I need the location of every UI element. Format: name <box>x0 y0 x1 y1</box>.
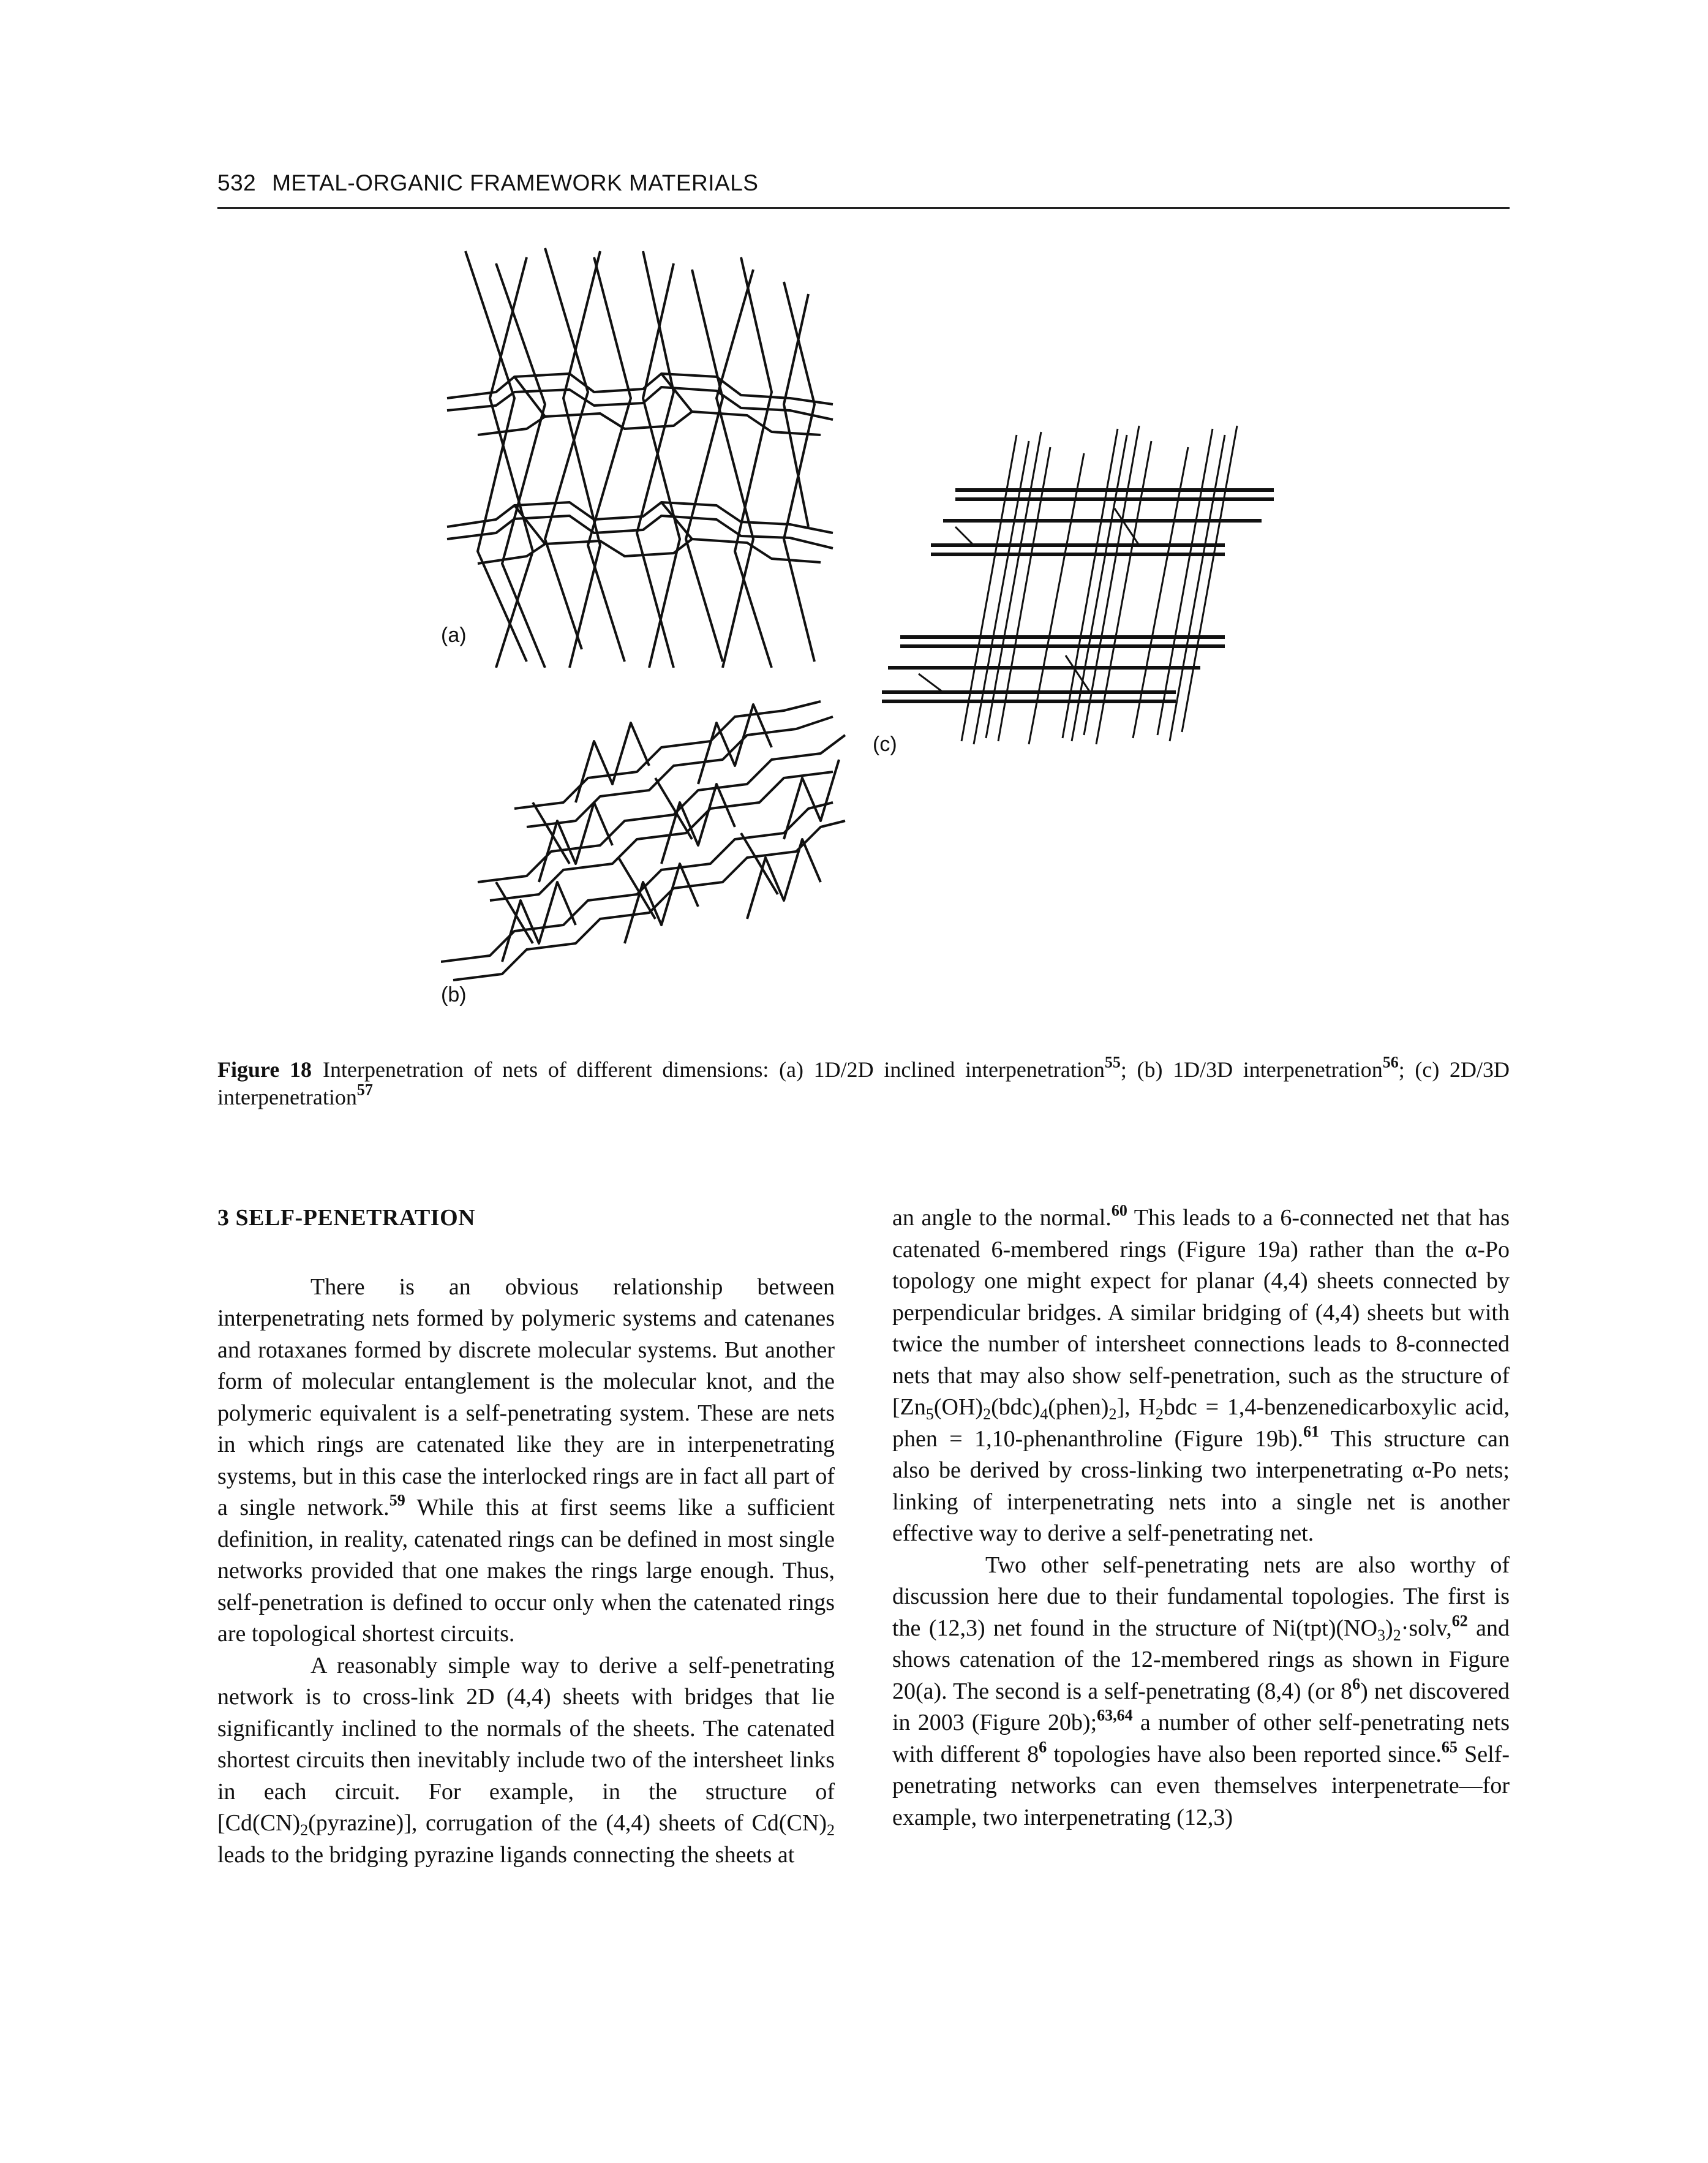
paragraph-text: (OH) <box>933 1394 984 1420</box>
paragraph-text: This structure can also be derived by cr… <box>892 1425 1510 1547</box>
figure-panel-c-illustration <box>882 425 1274 745</box>
paragraph-text: (phen) <box>1048 1394 1109 1420</box>
superscript: 6 <box>1039 1737 1047 1756</box>
subscript: 2 <box>1108 1405 1117 1423</box>
paragraph-text: Self-penetrating networks can even thems… <box>892 1741 1510 1830</box>
citation-ref: 60 <box>1111 1201 1127 1220</box>
paragraph: There is an obvious relationship between… <box>217 1272 835 1650</box>
panel-label-a: (a) <box>441 624 467 647</box>
paragraph-text: an angle to the normal. <box>892 1205 1112 1231</box>
citation-ref: 62 <box>1451 1611 1468 1629</box>
figure-caption: Figure 18 Interpenetration of nets of dif… <box>217 1053 1510 1111</box>
paragraph-text: There is an obvious relationship between… <box>217 1274 835 1521</box>
paragraph: A reasonably simple way to derive a self… <box>217 1650 835 1871</box>
citation-ref: 59 <box>389 1491 405 1509</box>
paragraph-text: and shows catenation of the 12-membered … <box>892 1615 1510 1704</box>
paragraph-text: topologies have also been reported since… <box>1047 1741 1442 1767</box>
caption-ref-a: 55 <box>1104 1053 1121 1071</box>
paragraph-text: Two other self-penetrating nets are also… <box>892 1552 1510 1641</box>
caption-part-c: ; (c) 2D/3D interpenetration <box>217 1057 1510 1109</box>
paragraph-text: This leads to a 6-connected net that has… <box>892 1205 1510 1420</box>
paragraph-text: leads to the bridging pyrazine ligands c… <box>217 1841 795 1868</box>
subscript: 2 <box>983 1405 991 1423</box>
panel-label-b: (b) <box>441 983 467 1006</box>
subscript: 2 <box>1155 1405 1164 1423</box>
paragraph: Two other self-penetrating nets are also… <box>892 1550 1510 1834</box>
paragraph-text: ], H <box>1116 1394 1156 1420</box>
citation-ref: 61 <box>1303 1422 1320 1440</box>
paragraph-text: While this at first seems like a suffici… <box>217 1495 835 1647</box>
paragraph: an angle to the normal.60 This leads to … <box>892 1202 1510 1550</box>
subscript: 5 <box>925 1405 934 1423</box>
subscript: 4 <box>1040 1405 1048 1423</box>
paragraph-text: a number of other self-penetrating nets … <box>892 1710 1510 1767</box>
citation-ref: 65 <box>1441 1737 1458 1756</box>
panel-label-c: (c) <box>873 733 897 756</box>
figure-18: (a) (b) <box>0 0 1708 1041</box>
subscript: 2 <box>1393 1626 1401 1644</box>
paragraph-text: ·solv, <box>1401 1615 1452 1641</box>
right-column: an angle to the normal.60 This leads to … <box>892 1202 1510 1833</box>
caption-ref-b: 56 <box>1382 1053 1399 1071</box>
page-number: 532 <box>217 170 257 195</box>
subscript: 2 <box>300 1821 309 1839</box>
section-heading: 3 SELF-PENETRATION <box>217 1205 476 1231</box>
figure-panel-b-illustration <box>441 700 846 981</box>
paragraph-text: bdc = 1,4-benzenedicarboxylic acid, phen… <box>892 1394 1510 1452</box>
paragraph-text: ) net discovered in 2003 (Figure 20b); <box>892 1678 1510 1736</box>
superscript: 6 <box>1352 1674 1361 1693</box>
caption-ref-c: 57 <box>356 1081 373 1099</box>
caption-label: Figure 18 <box>217 1057 312 1082</box>
figure-panel-a-illustration <box>446 247 833 668</box>
running-head: 532 METAL-ORGANIC FRAMEWORK MATERIALS <box>217 170 1510 209</box>
running-head-title: METAL-ORGANIC FRAMEWORK MATERIALS <box>272 170 759 195</box>
subscript: 2 <box>827 1821 835 1839</box>
paragraph-text: A reasonably simple way to derive a self… <box>217 1652 835 1836</box>
paragraph-text: ) <box>1385 1615 1393 1641</box>
caption-text: Interpenetration of nets of different di… <box>322 1057 1105 1082</box>
left-column: 3 SELF-PENETRATION There is an obvious r… <box>217 1202 835 1871</box>
paragraph-text: (bdc) <box>991 1394 1040 1420</box>
citation-ref: 63,64 <box>1097 1706 1133 1724</box>
subscript: 3 <box>1377 1626 1386 1644</box>
caption-part-b: ; (b) 1D/3D interpenetration <box>1120 1057 1383 1082</box>
paragraph-text: (pyrazine)], corrugation of the (4,4) sh… <box>308 1810 827 1836</box>
